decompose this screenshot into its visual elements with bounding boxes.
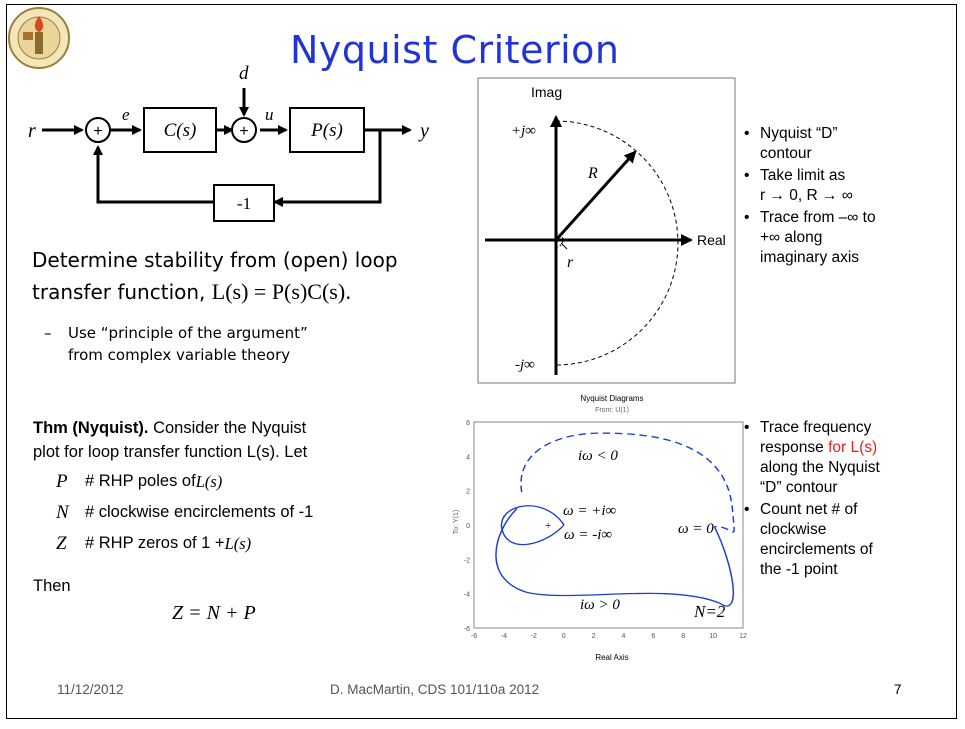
error-label-e: e xyxy=(122,105,130,124)
x-tick-label: -4 xyxy=(501,633,507,640)
description-line-2: transfer function, L(s) = P(s)C(s). xyxy=(32,279,352,304)
loop-tf-formula: L(s) = P(s)C(s) xyxy=(211,279,346,304)
notes-bottom: Trace frequency response for L(s) along … xyxy=(742,418,952,582)
ann-iw-negative: iω < 0 xyxy=(578,448,618,464)
real-label: Real xyxy=(697,232,726,248)
ann-w-minus-inf: ω = -i∞ xyxy=(564,527,612,543)
svg-text:+: + xyxy=(93,123,102,140)
output-label-y: y xyxy=(418,120,429,142)
then-label: Then xyxy=(33,577,71,595)
slide-frame xyxy=(6,4,957,719)
x-tick-label: -6 xyxy=(471,633,477,640)
sub-bullet: – Use “principle of the argument” from c… xyxy=(44,324,308,364)
description-line-1: Determine stability from (open) loop xyxy=(32,248,398,272)
ann-N-encirclements: N=2 xyxy=(693,602,726,621)
x-tick-label: 0 xyxy=(562,633,566,640)
x-tick-label: 8 xyxy=(681,633,685,640)
y-tick-label: 4 xyxy=(466,454,470,461)
definitions: P# RHP poles of L(s) N# clockwise encirc… xyxy=(44,466,464,559)
radius-arrow xyxy=(554,150,637,242)
controller-block xyxy=(143,107,217,153)
plot-subtitle: From: U(1) xyxy=(595,407,629,414)
slide-number: 7 xyxy=(894,682,902,697)
slide-title: Nyquist Criterion xyxy=(290,28,620,72)
x-tick-label: 12 xyxy=(739,633,747,640)
ann-iw-positive: iω > 0 xyxy=(580,597,620,613)
ann-w-plus-inf: ω = +i∞ xyxy=(563,503,617,519)
y-tick-label: -2 xyxy=(464,557,470,564)
y-tick-label: -4 xyxy=(464,592,470,599)
plus-j-inf-label: +j∞ xyxy=(511,123,536,139)
note-take-limit: Take limit asr → 0, R → ∞ xyxy=(742,166,952,206)
disturbance-label-d: d xyxy=(239,63,249,84)
note-d-contour: Nyquist “D”contour xyxy=(742,124,952,164)
controller-label: C(s) xyxy=(164,120,197,141)
x-tick-label: 10 xyxy=(709,633,717,640)
x-tick-label: 4 xyxy=(621,633,625,640)
ann-w-zero: ω = 0 xyxy=(678,521,714,537)
nyquist-curve-solid xyxy=(495,508,735,607)
y-tick-label: 0 xyxy=(466,523,470,530)
x-tick-label: 6 xyxy=(651,633,655,640)
plant-block xyxy=(289,107,365,153)
feedback-label: -1 xyxy=(237,194,251,213)
theorem: Thm (Nyquist). Consider the Nyquist plot… xyxy=(33,416,453,464)
r-label: r xyxy=(567,254,574,271)
definition-Z: Z# RHP zeros of 1 + L(s) xyxy=(56,532,252,554)
nyquist-curve-dashed xyxy=(520,432,735,533)
y-tick-label: -6 xyxy=(464,626,470,633)
definition-N: N# clockwise encirclements of -1 xyxy=(56,501,314,523)
theorem-line-2: plot for loop transfer function L(s). Le… xyxy=(33,443,308,461)
y-tick-label: 6 xyxy=(466,420,470,427)
notes-top: Nyquist “D”contour Take limit asr → 0, R… xyxy=(742,124,952,270)
x-tick-label: -2 xyxy=(531,633,537,640)
definition-P: P# RHP poles of L(s) xyxy=(56,470,223,492)
large-semicircle xyxy=(555,120,679,366)
y-tick-labels: 6 4 2 0 -2 -4 -6 xyxy=(464,420,470,633)
note-trace-frequency: Trace frequency response for L(s) along … xyxy=(742,418,952,498)
critical-point-marker: + xyxy=(545,520,551,532)
plot-xlabel: Real Axis xyxy=(595,653,628,662)
sum-junction-2: + xyxy=(231,117,257,143)
block-diagram: + + C(s) P(s) -1 r e d u y xyxy=(28,63,429,222)
sum-junction-1: + xyxy=(85,117,111,143)
nyquist-d-contour-figure: Imag Real +j∞ -j∞ R r xyxy=(477,77,736,384)
caltech-seal-icon xyxy=(8,7,70,69)
input-label-r: r xyxy=(28,120,36,142)
control-label-u: u xyxy=(265,105,274,124)
svg-text:+: + xyxy=(239,123,248,140)
feedback-block xyxy=(213,184,275,222)
theorem-heading: Thm (Nyquist). xyxy=(33,419,149,437)
footer-date: 11/12/2012 xyxy=(57,682,124,697)
y-tick-label: 2 xyxy=(466,489,470,496)
plant-label: P(s) xyxy=(310,120,343,141)
highlight-L-s: for L(s) xyxy=(828,439,878,456)
minus-j-inf-label: -j∞ xyxy=(515,357,535,373)
nyquist-plot: Nyquist Diagrams From: U(1) To: Y(1) Rea… xyxy=(453,394,747,662)
R-label: R xyxy=(587,165,598,182)
note-count-encirclements: Count net # of clockwise encirclements o… xyxy=(742,500,952,580)
nyquist-equation: Z = N + P xyxy=(172,602,256,624)
x-tick-labels: -6 -4 -2 0 2 4 6 8 10 12 xyxy=(471,633,747,640)
description: Determine stability from (open) loop tra… xyxy=(32,244,452,308)
footer-author: D. MacMartin, CDS 101/110a 2012 xyxy=(330,682,540,697)
imag-label: Imag xyxy=(531,84,562,100)
plot-title: Nyquist Diagrams xyxy=(580,394,643,403)
x-tick-label: 2 xyxy=(592,633,596,640)
plot-ylabel: To: Y(1) xyxy=(453,510,460,534)
